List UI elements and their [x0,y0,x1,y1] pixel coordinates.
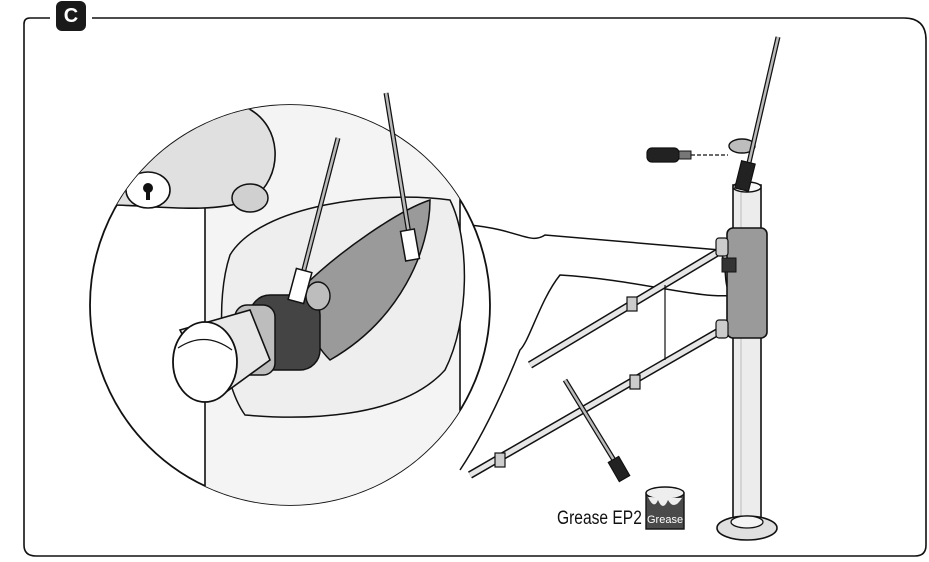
brush-detail-1 [287,137,341,305]
grease-can-icon: Grease [645,486,685,530]
screwdriver-icon [646,147,728,163]
brush-top [734,36,781,193]
diagram-frame [23,17,927,557]
grease-label: Grease EP2 [557,508,642,529]
grease-can-label: Grease [647,514,683,526]
figure-badge: C [56,1,86,31]
magnified-detail [89,92,736,506]
barrier-assembly [468,138,778,541]
brush-grease [562,378,631,483]
brush-detail-2 [383,92,421,262]
